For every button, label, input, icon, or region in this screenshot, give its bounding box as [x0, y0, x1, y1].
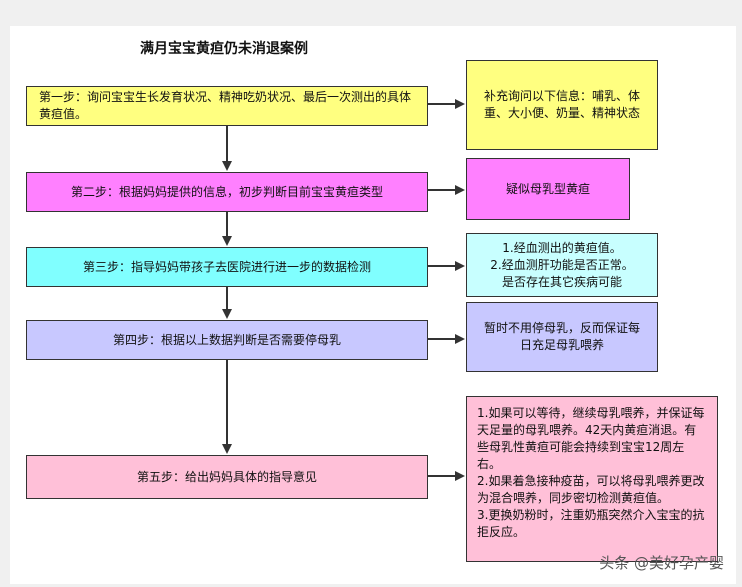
step-2-box: 第二步：根据妈妈提供的信息，初步判断目前宝宝黄疸类型 [26, 172, 428, 212]
step-3-text: 第三步：指导妈妈带孩子去医院进行进一步的数据检测 [82, 259, 371, 274]
result-4-text: 暂时不用停母乳，反而保证每日充足母乳喂养 [483, 321, 640, 352]
step-2-text: 第二步：根据妈妈提供的信息，初步判断目前宝宝黄疸类型 [70, 184, 383, 199]
result-1-text: 补充询问以下信息：哺乳、体重、大小便、奶量、精神状态 [483, 89, 640, 120]
result-2-box: 疑似母乳型黄疸 [466, 158, 630, 220]
result-3-text: 1.经血测出的黄疸值。 2.经血测肝功能是否正常。 是否存在其它疾病可能 [490, 240, 634, 289]
step-4-box: 第四步：根据以上数据判断是否需要停母乳 [26, 320, 428, 360]
step-3-box: 第三步：指导妈妈带孩子去医院进行进一步的数据检测 [26, 247, 428, 287]
result-1-box: 补充询问以下信息：哺乳、体重、大小便、奶量、精神状态 [466, 60, 658, 150]
result-4-box: 暂时不用停母乳，反而保证每日充足母乳喂养 [466, 302, 658, 372]
step-5-text: 第五步：给出妈妈具体的指导意见 [136, 469, 317, 484]
step-5-box: 第五步：给出妈妈具体的指导意见 [26, 455, 428, 499]
result-5-box: 1.如果可以等待，继续母乳喂养，并保证每天足量的母乳喂养。42天内黄疸消退。有些… [466, 396, 718, 562]
watermark: 头条 @美好孕产婴 [599, 554, 724, 572]
result-2-text: 疑似母乳型黄疸 [505, 181, 590, 196]
result-3-box: 1.经血测出的黄疸值。 2.经血测肝功能是否正常。 是否存在其它疾病可能 [466, 233, 658, 297]
step-1-text: 第一步：询问宝宝生长发育状况、精神吃奶状况、最后一次测出的具体黄疸值。 [39, 90, 412, 121]
diagram-title: 满月宝宝黄疸仍未消退案例 [140, 41, 308, 57]
step-4-text: 第四步：根据以上数据判断是否需要停母乳 [112, 332, 341, 347]
result-5-text: 1.如果可以等待，继续母乳喂养，并保证每天足量的母乳喂养。42天内黄疸消退。有些… [477, 406, 705, 539]
step-1-box: 第一步：询问宝宝生长发育状况、精神吃奶状况、最后一次测出的具体黄疸值。 [26, 86, 428, 126]
